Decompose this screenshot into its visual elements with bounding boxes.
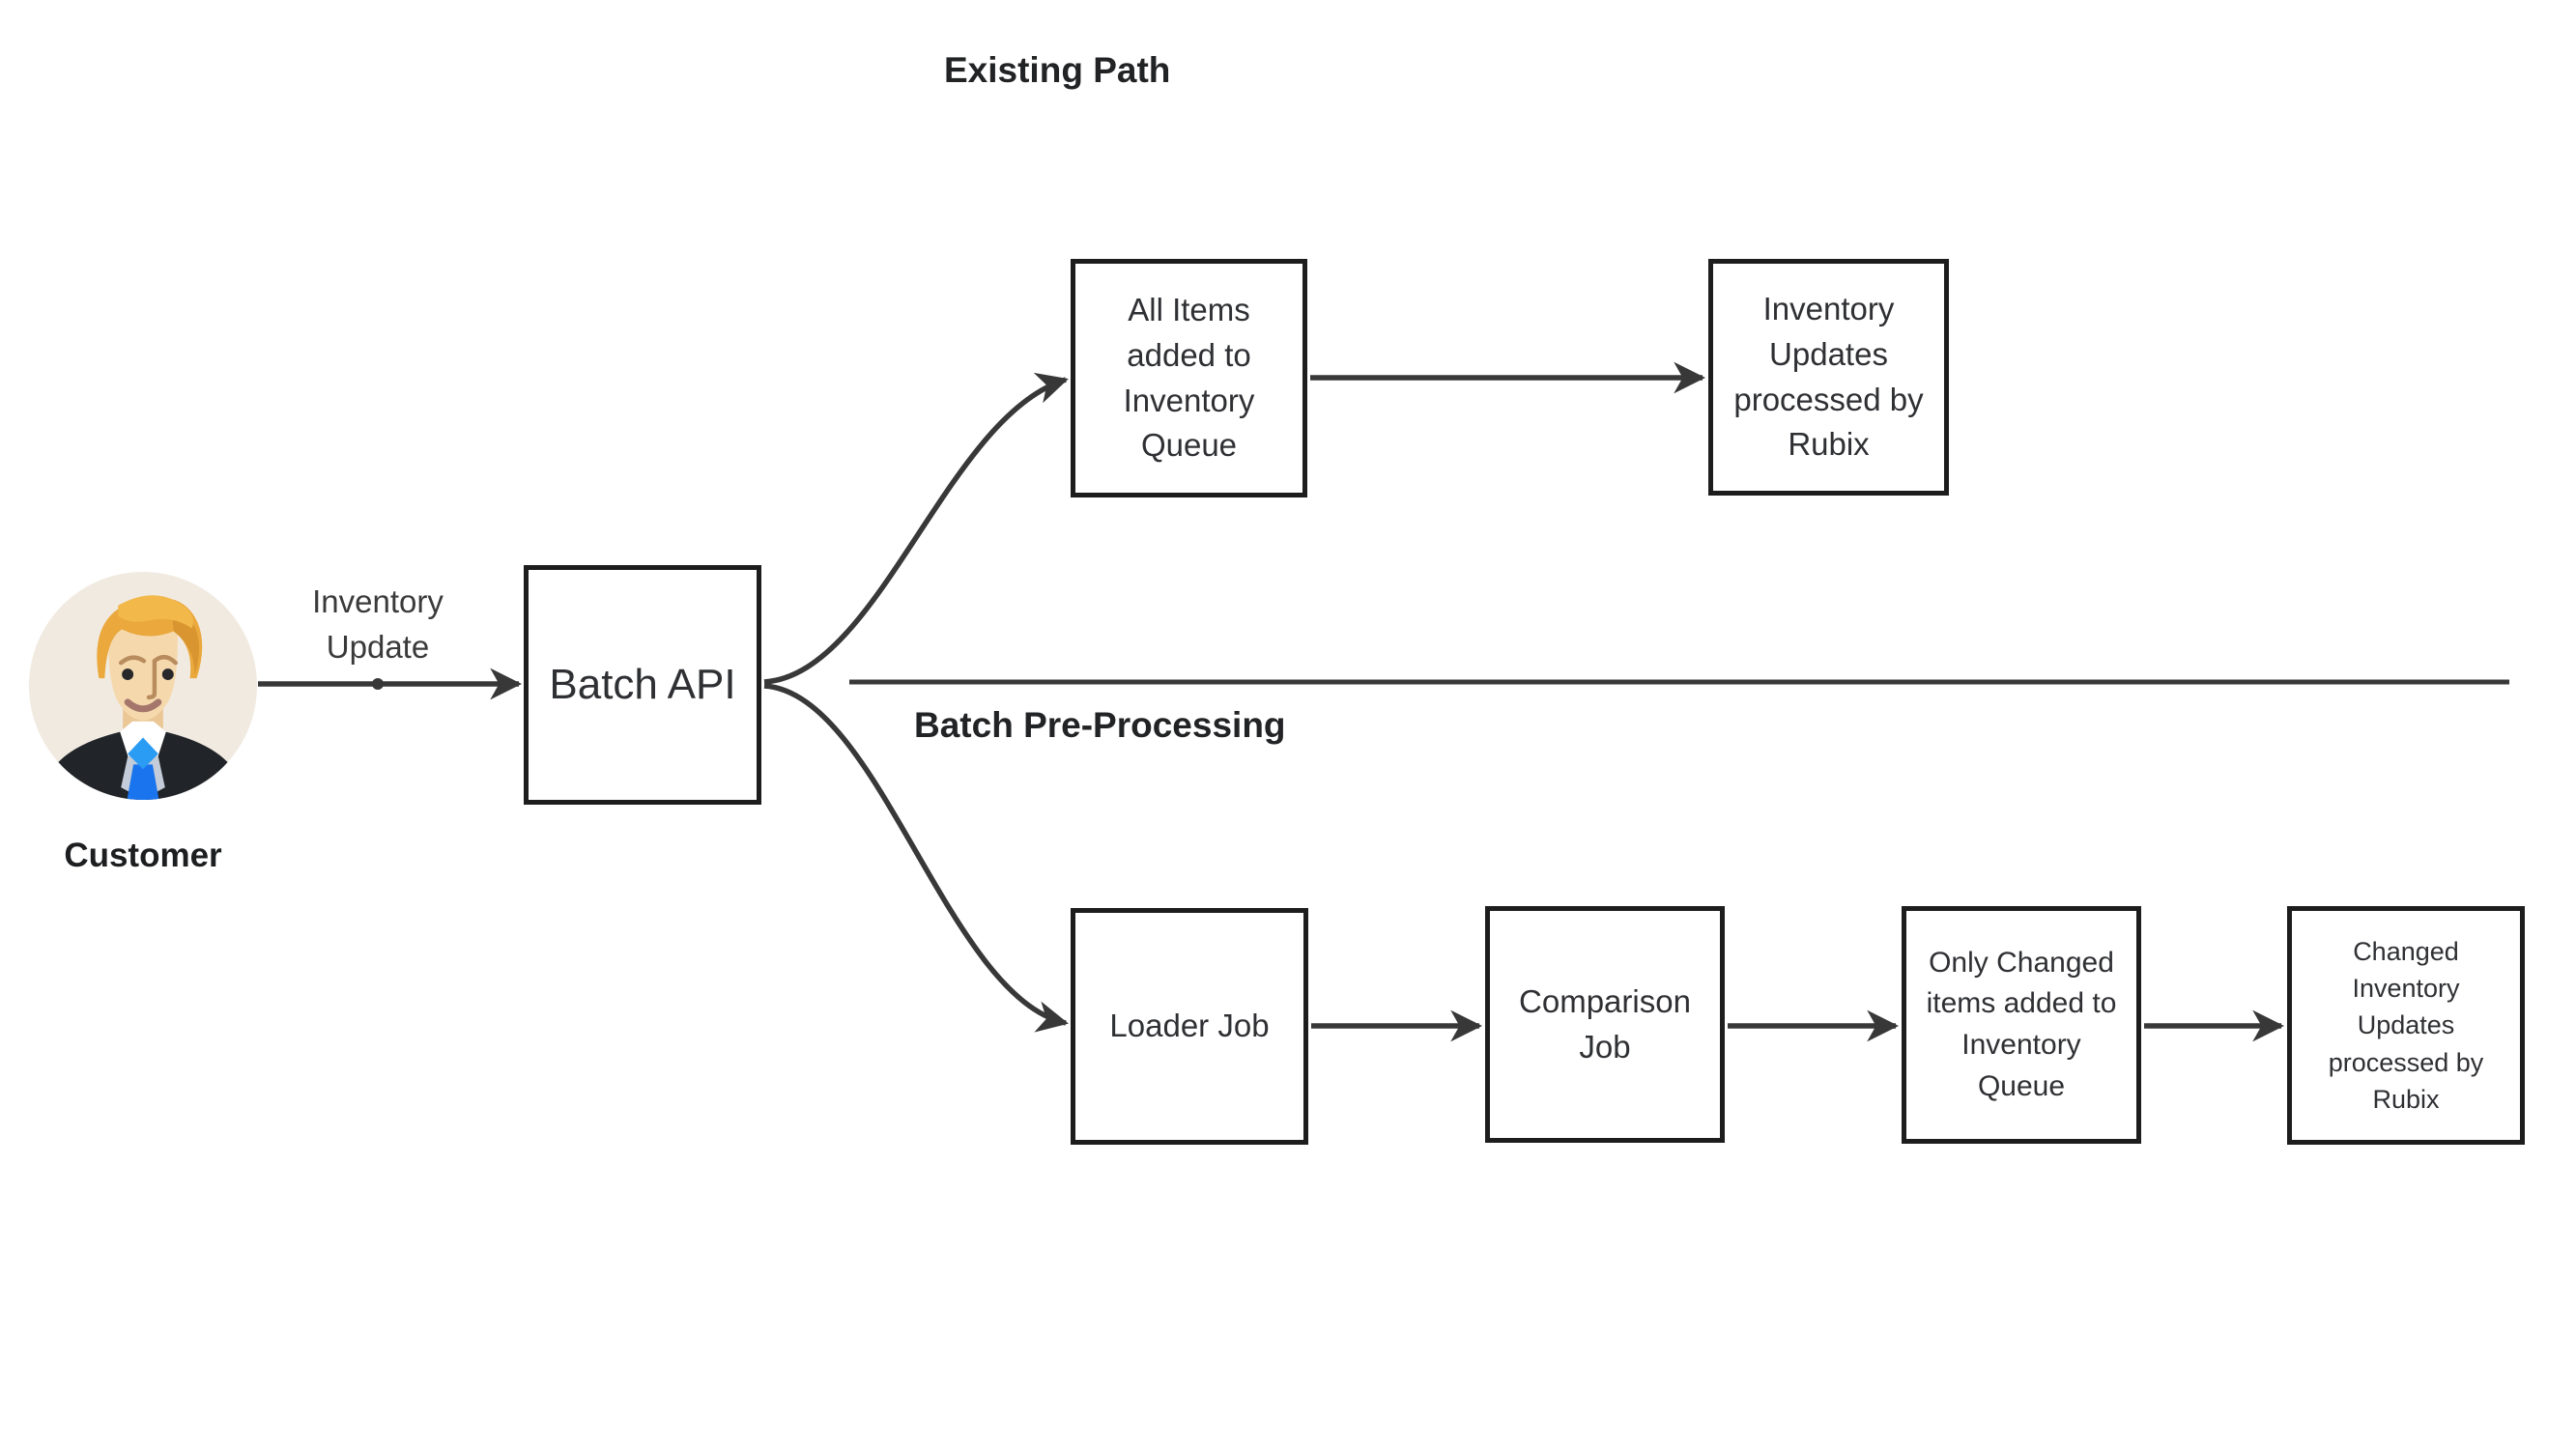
- customer-label: Customer: [64, 837, 222, 874]
- avatar-eyes: [122, 668, 174, 681]
- avatar-tie: [125, 737, 161, 801]
- node-inventory-updates-rubix: Inventory Updates processed by Rubix: [1708, 259, 1949, 496]
- batch-pre-processing-title: Batch Pre-Processing: [914, 705, 1286, 745]
- node-changed-updates-rubix: Changed Inventory Updates processed by R…: [2287, 906, 2525, 1145]
- avatar-face: [108, 620, 178, 721]
- avatar-mouth: [124, 698, 162, 713]
- avatar-eyebrows-nose: [118, 655, 178, 700]
- existing-path-title: Existing Path: [944, 50, 1171, 90]
- edge-waypoint-dot: [372, 678, 384, 690]
- inventory-update-edge-label: Inventory Update: [312, 583, 444, 665]
- avatar-hair: [97, 595, 203, 679]
- node-loader-job: Loader Job: [1071, 908, 1308, 1145]
- node-only-changed-queue: Only Changed items added to Inventory Qu…: [1902, 906, 2141, 1144]
- node-comparison-job: Comparison Job: [1485, 906, 1725, 1143]
- node-batch-api: Batch API: [524, 565, 761, 805]
- edge-batch-api-to-all-items: [763, 372, 1069, 685]
- node-all-items-queue: All Items added to Inventory Queue: [1071, 259, 1307, 497]
- customer-avatar-icon: [28, 571, 258, 801]
- edge-batch-api-to-loader-job: [763, 683, 1069, 1033]
